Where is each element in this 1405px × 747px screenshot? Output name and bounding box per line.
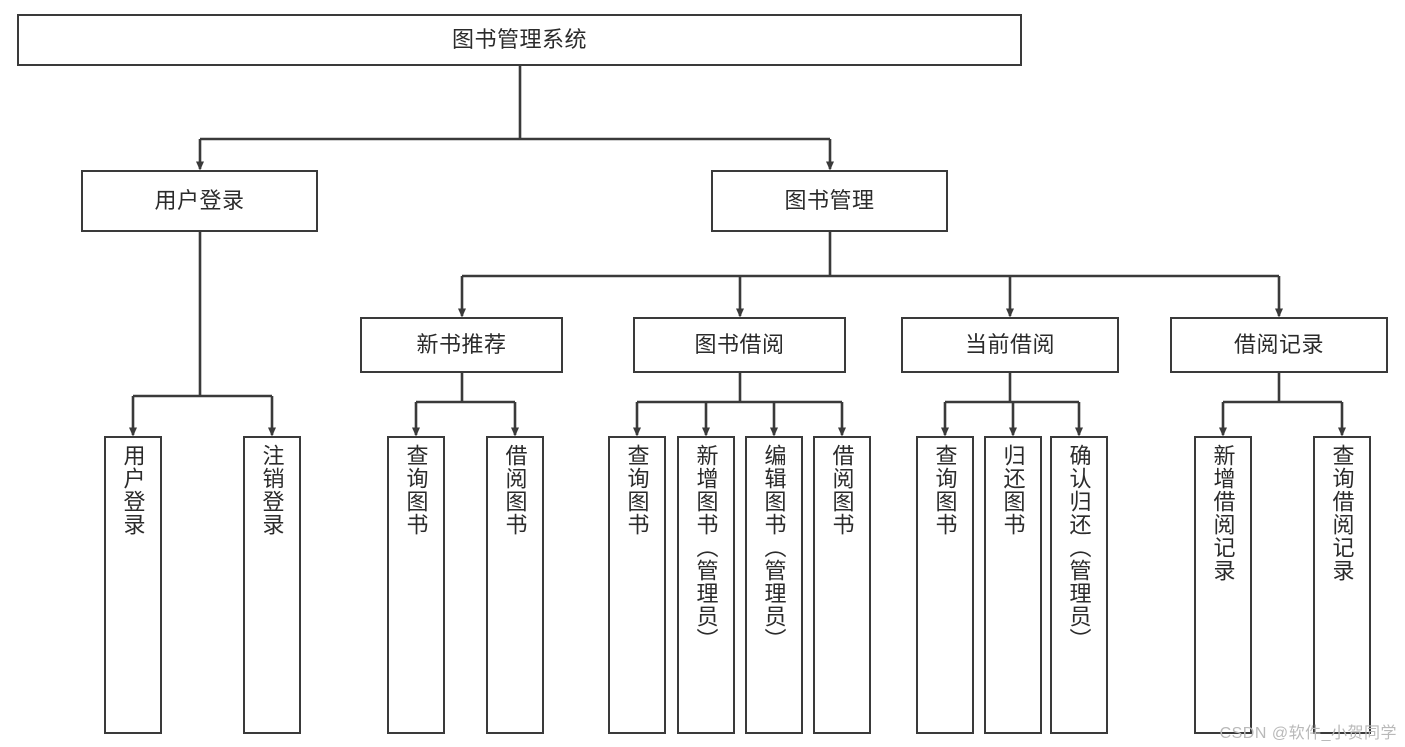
node-book_manage[interactable]: 图书管理 <box>711 170 948 232</box>
node-root[interactable]: 图书管理系统 <box>17 14 1022 66</box>
node-label: 用户登录 <box>154 188 245 214</box>
node-label: 借阅图书 <box>502 444 528 536</box>
node-label: 查询图书 <box>624 444 650 536</box>
node-leaf_query_book_3[interactable]: 查询图书 <box>916 436 974 734</box>
node-borrow_record[interactable]: 借阅记录 <box>1170 317 1388 373</box>
edge-paths <box>129 66 1346 437</box>
node-leaf_query_record[interactable]: 查询借阅记录 <box>1313 436 1371 734</box>
node-leaf_add_record[interactable]: 新增借阅记录 <box>1194 436 1252 734</box>
node-label: 新增借阅记录 <box>1210 444 1236 582</box>
node-leaf_query_book_1[interactable]: 查询图书 <box>387 436 445 734</box>
node-leaf_borrow_book_1[interactable]: 借阅图书 <box>486 436 544 734</box>
node-label: 编辑图书（管理员） <box>761 444 787 651</box>
node-label: 当前借阅 <box>964 332 1055 358</box>
node-label: 借阅记录 <box>1233 332 1324 358</box>
node-label: 用户登录 <box>120 444 146 536</box>
node-label: 查询图书 <box>403 444 429 536</box>
node-leaf_logout[interactable]: 注销登录 <box>243 436 301 734</box>
node-label: 新书推荐 <box>416 332 507 358</box>
node-user_login[interactable]: 用户登录 <box>81 170 318 232</box>
node-leaf_borrow_book_2[interactable]: 借阅图书 <box>813 436 871 734</box>
node-leaf_edit_book[interactable]: 编辑图书（管理员） <box>745 436 803 734</box>
node-label: 确认归还（管理员） <box>1066 444 1092 651</box>
node-label: 新增图书（管理员） <box>693 444 719 651</box>
node-label: 查询借阅记录 <box>1329 444 1355 582</box>
node-leaf_add_book[interactable]: 新增图书（管理员） <box>677 436 735 734</box>
node-label: 借阅图书 <box>829 444 855 536</box>
node-label: 图书借阅 <box>694 332 785 358</box>
node-leaf_return_book[interactable]: 归还图书 <box>984 436 1042 734</box>
node-label: 注销登录 <box>259 444 285 536</box>
node-label: 查询图书 <box>932 444 958 536</box>
node-label: 图书管理 <box>784 188 875 214</box>
node-label: 图书管理系统 <box>451 27 587 53</box>
node-label: 归还图书 <box>1000 444 1026 536</box>
csdn-watermark: CSDN @软件_小贺同学 <box>1219 725 1397 742</box>
node-book_borrow[interactable]: 图书借阅 <box>633 317 846 373</box>
node-new_book_rec[interactable]: 新书推荐 <box>360 317 563 373</box>
node-current_borrow[interactable]: 当前借阅 <box>901 317 1119 373</box>
node-leaf_confirm_return[interactable]: 确认归还（管理员） <box>1050 436 1108 734</box>
node-leaf_query_book_2[interactable]: 查询图书 <box>608 436 666 734</box>
node-leaf_user_login[interactable]: 用户登录 <box>104 436 162 734</box>
